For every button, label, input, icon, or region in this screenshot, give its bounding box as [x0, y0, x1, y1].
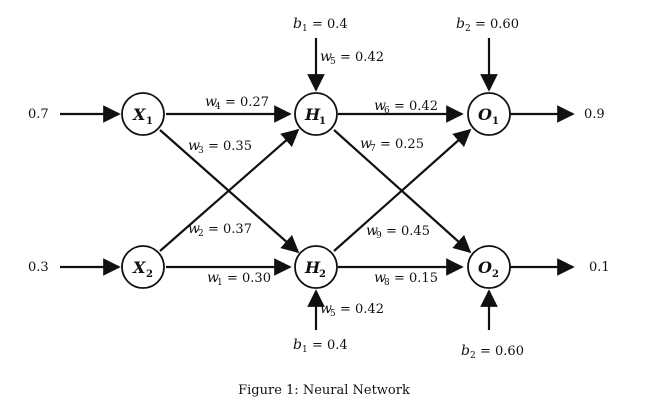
- svg-text:w: w: [374, 98, 386, 114]
- svg-text:1: 1: [302, 24, 308, 34]
- node-o2: O 2: [467, 245, 511, 289]
- svg-text:O: O: [478, 105, 492, 124]
- svg-text:w: w: [374, 270, 386, 286]
- svg-text:1: 1: [492, 116, 499, 127]
- svg-text:2: 2: [146, 269, 153, 280]
- svg-text:7: 7: [370, 144, 376, 154]
- svg-text:2: 2: [492, 269, 499, 280]
- svg-text:H: H: [304, 105, 321, 124]
- svg-text:w: w: [360, 136, 372, 152]
- svg-text:= 0.42: = 0.42: [340, 302, 384, 317]
- svg-text:b: b: [456, 16, 465, 32]
- svg-text:= 0.42: = 0.42: [340, 50, 384, 65]
- svg-text:2: 2: [198, 229, 204, 239]
- svg-text:1: 1: [302, 345, 308, 355]
- weight-label-w1: w 1 = 0.30: [207, 270, 271, 288]
- svg-text:w: w: [366, 223, 378, 239]
- svg-text:= 0.4: = 0.4: [312, 17, 348, 32]
- figure-caption: Figure 1: Neural Network: [238, 383, 410, 398]
- weight-label-w4: w 4 = 0.27: [205, 94, 269, 112]
- output-value-o1: 0.9: [584, 107, 605, 122]
- bias-label-b2-bottom: b 2 = 0.60: [461, 343, 524, 361]
- svg-text:w: w: [320, 49, 332, 65]
- svg-text:= 0.35: = 0.35: [208, 139, 252, 154]
- svg-text:5: 5: [330, 309, 336, 319]
- svg-text:= 0.15: = 0.15: [394, 271, 438, 286]
- svg-text:3: 3: [198, 146, 204, 156]
- weight-label-w5-top: w 5 = 0.42: [320, 49, 384, 67]
- svg-text:= 0.25: = 0.25: [380, 137, 424, 152]
- edge-h2-o1: [333, 128, 472, 252]
- node-h1: H 1: [294, 92, 338, 136]
- svg-text:8: 8: [384, 278, 390, 288]
- svg-text:= 0.45: = 0.45: [386, 224, 430, 239]
- svg-text:2: 2: [470, 351, 476, 361]
- svg-text:w: w: [188, 221, 200, 237]
- svg-text:= 0.60: = 0.60: [475, 17, 519, 32]
- svg-text:1: 1: [217, 278, 223, 288]
- weight-label-w8: w 8 = 0.15: [374, 270, 438, 288]
- weight-label-w7: w 7 = 0.25: [360, 136, 424, 154]
- svg-text:2: 2: [319, 269, 326, 280]
- svg-text:O: O: [478, 258, 492, 277]
- svg-text:2: 2: [465, 24, 471, 34]
- edge-x2-h1: [159, 128, 300, 252]
- bias-label-b2-top: b 2 = 0.60: [456, 16, 519, 34]
- node-x1: X 1: [121, 92, 165, 136]
- svg-text:= 0.37: = 0.37: [208, 222, 252, 237]
- svg-text:w: w: [188, 138, 200, 154]
- weight-label-w3: w 3 = 0.35: [188, 138, 252, 156]
- svg-text:= 0.4: = 0.4: [312, 338, 348, 353]
- svg-text:= 0.30: = 0.30: [227, 271, 271, 286]
- svg-text:= 0.60: = 0.60: [480, 344, 524, 359]
- svg-text:w: w: [205, 94, 217, 110]
- svg-text:H: H: [304, 258, 321, 277]
- svg-text:5: 5: [330, 57, 336, 67]
- svg-text:6: 6: [384, 106, 390, 116]
- input-value-x2: 0.3: [28, 260, 49, 275]
- bias-label-b1-top: b 1 = 0.4: [293, 16, 348, 34]
- node-h2: H 2: [294, 245, 338, 289]
- svg-text:X: X: [132, 258, 146, 277]
- svg-text:1: 1: [319, 116, 326, 127]
- weight-label-w2: w 2 = 0.37: [188, 221, 252, 239]
- svg-text:b: b: [461, 343, 470, 359]
- weight-label-w9: w 9 = 0.45: [366, 223, 430, 241]
- node-x2: X 2: [121, 245, 165, 289]
- output-value-o2: 0.1: [589, 260, 610, 275]
- svg-text:1: 1: [146, 116, 153, 127]
- svg-text:b: b: [293, 16, 302, 32]
- svg-text:w: w: [207, 270, 219, 286]
- weight-label-w6: w 6 = 0.42: [374, 98, 438, 116]
- weight-label-w5-bottom: w 5 = 0.42: [320, 301, 384, 319]
- svg-text:= 0.42: = 0.42: [394, 99, 438, 114]
- svg-text:= 0.27: = 0.27: [225, 95, 269, 110]
- svg-text:X: X: [132, 105, 146, 124]
- input-value-x1: 0.7: [28, 107, 49, 122]
- bias-label-b1-bottom: b 1 = 0.4: [293, 337, 348, 355]
- svg-text:4: 4: [215, 102, 221, 112]
- svg-text:b: b: [293, 337, 302, 353]
- node-o1: O 1: [467, 92, 511, 136]
- svg-text:9: 9: [376, 231, 382, 241]
- svg-text:w: w: [320, 301, 332, 317]
